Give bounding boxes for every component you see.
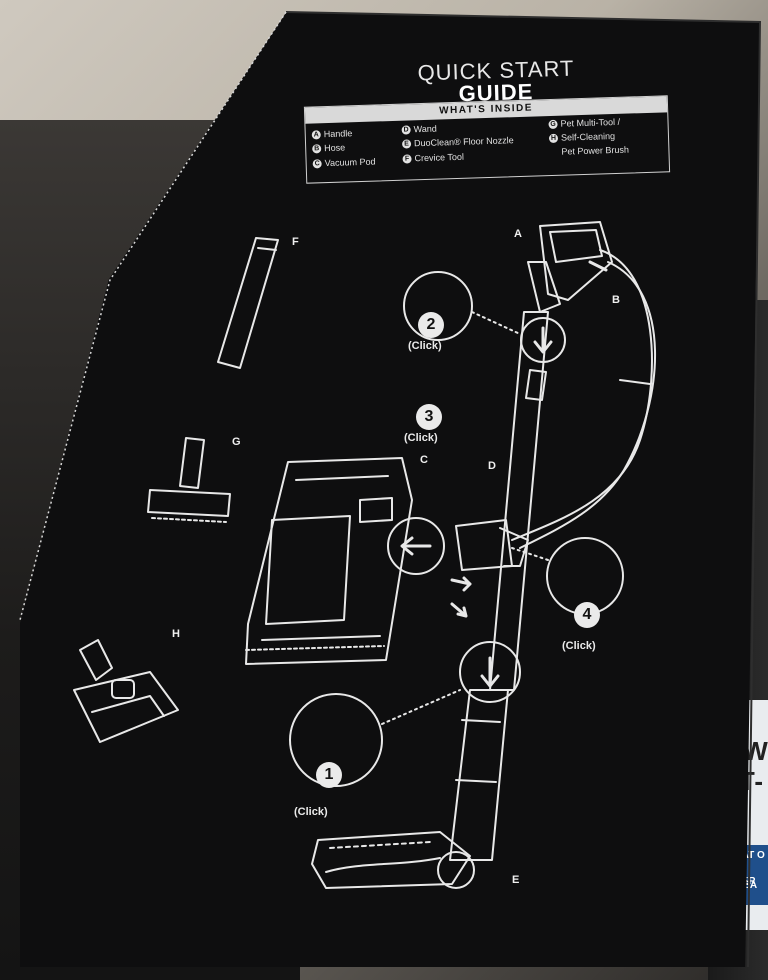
- lower-body-icon: [449, 689, 509, 861]
- vacuum-pod-icon: [245, 457, 413, 665]
- callout-circle-lower-arrow: [459, 641, 521, 703]
- leader-line-step2: [471, 311, 521, 335]
- label-g: G: [232, 436, 241, 448]
- label-d: D: [488, 460, 496, 472]
- pod-connector-icon: [455, 519, 529, 571]
- label-a: A: [514, 228, 522, 240]
- pet-multi-tool-icon: [147, 437, 231, 523]
- step-1-badge: 1: [316, 762, 342, 788]
- step-2-badge: 2: [418, 312, 444, 338]
- callout-circle-wand-arrow: [520, 317, 566, 363]
- hose-icon: [511, 249, 657, 549]
- wand-icon: [489, 311, 549, 691]
- arrow-left-icon: [400, 536, 432, 556]
- callout-circle-step1: [289, 693, 383, 787]
- step-4-caption: (Click): [562, 640, 596, 652]
- label-c: C: [420, 454, 428, 466]
- callout-circle-pod-arrow: [387, 517, 445, 575]
- label-f: F: [292, 236, 299, 248]
- crevice-tool-icon: [217, 237, 279, 369]
- label-b: B: [612, 294, 620, 306]
- leader-line-step4: [511, 547, 549, 561]
- step-3-badge: 3: [416, 404, 442, 430]
- label-h: H: [172, 628, 180, 640]
- step-2-caption: (Click): [408, 340, 442, 352]
- step-4-badge: 4: [574, 602, 600, 628]
- label-e: E: [512, 874, 520, 886]
- arrow-down-icon: [533, 326, 553, 354]
- step-3-caption: (Click): [404, 432, 438, 444]
- pet-power-brush-icon: [73, 639, 179, 743]
- arrow-right-icon: [450, 576, 472, 592]
- arrow-down-icon-lower: [480, 656, 500, 688]
- handle-icon: [527, 221, 613, 313]
- step-1-caption: (Click): [294, 806, 328, 818]
- leader-line-step1: [381, 689, 461, 725]
- arrow-diagonal-icon: [450, 602, 468, 618]
- callout-circle-step2: [403, 271, 473, 341]
- floor-nozzle-icon: [311, 831, 475, 889]
